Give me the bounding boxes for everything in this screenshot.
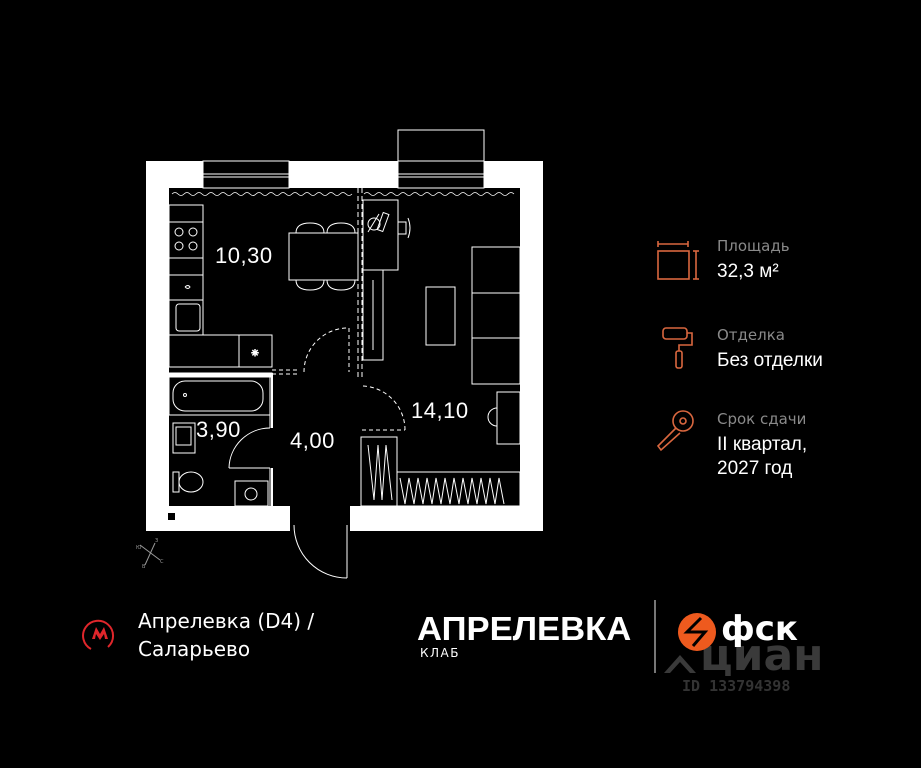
key-icon [656, 410, 694, 452]
delivery-value-line1: II квартал, [717, 434, 808, 455]
svg-text:✳: ✳ [251, 348, 259, 358]
stairwell-marker [168, 513, 175, 520]
metro-station-line2: Саларьево [138, 637, 251, 661]
entry-door [293, 524, 348, 579]
finish-label: Отделка [717, 326, 785, 344]
paint-roller-icon [662, 327, 693, 369]
interior-lines: ✳ [168, 188, 521, 507]
area-value: 32,3 м² [717, 261, 779, 282]
developer-logo-name: фск [721, 609, 798, 649]
project-logo-sub: КЛАБ [420, 646, 460, 660]
compass-label-west: З [155, 538, 158, 544]
floor-area [169, 188, 520, 531]
area-dimensions-icon [657, 241, 699, 280]
cian-logo-icon [664, 655, 696, 673]
compass-label-south: Ю [136, 545, 142, 551]
compass-label-east: В [142, 564, 146, 570]
metro-station-line1: Апрелевка (D4) / [138, 609, 315, 633]
area-label: Площадь [717, 237, 790, 255]
compass-label-north: С [160, 559, 164, 565]
finish-value: Без отделки [717, 350, 823, 371]
room-area-bathroom: 3,90 [196, 417, 241, 442]
delivery-value-line2: 2027 год [717, 458, 793, 479]
radiator-lines [171, 192, 515, 196]
room-area-kitchen: 10,30 [215, 243, 273, 268]
room-area-hallway: 4,00 [290, 428, 335, 453]
delivery-label: Срок сдачи [717, 410, 807, 428]
logo-divider [654, 600, 656, 673]
cian-listing-id: ID 133794398 [682, 677, 791, 695]
bathroom [168, 372, 273, 507]
fsk-logo-icon [678, 613, 716, 651]
metro-pin-icon [82, 619, 115, 650]
windows [202, 129, 485, 189]
compass-icon [139, 542, 161, 566]
project-logo-name: АПРЕЛЕВКА [417, 610, 632, 647]
room-area-living: 14,10 [411, 398, 469, 423]
cian-watermark: циан [700, 630, 824, 681]
